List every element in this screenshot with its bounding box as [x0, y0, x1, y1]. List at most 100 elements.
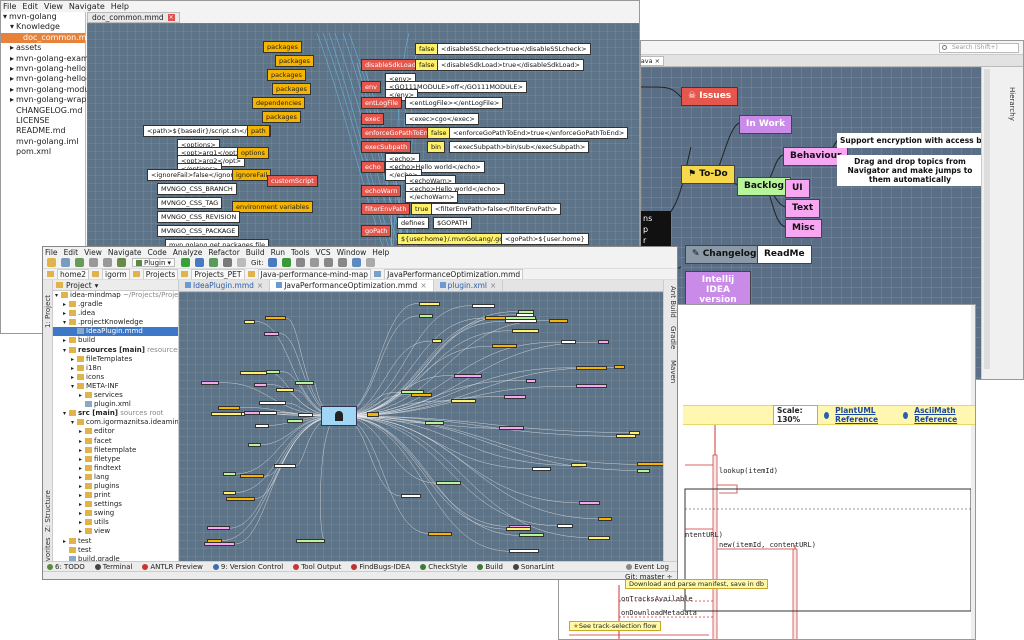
bottom-tool-tab[interactable]: FindBugs-IDEA [351, 563, 410, 571]
chevron-right-icon[interactable]: ▸ [63, 301, 67, 309]
chevron-down-icon[interactable]: ▾ [3, 12, 8, 21]
back-mindmap-topic[interactable]: filterEnvPath [361, 203, 411, 215]
back-mindmap-topic[interactable]: </echoWarn> [405, 191, 459, 203]
back-mindmap-topic[interactable]: true [411, 203, 433, 215]
bottom-tool-tab[interactable]: Build [477, 563, 503, 571]
mindmap-topic[interactable] [297, 412, 313, 417]
back-mindmap-topic[interactable]: defines [397, 217, 429, 229]
chevron-right-icon[interactable]: ▸ [10, 43, 15, 53]
mindmap-topic[interactable] [287, 419, 303, 424]
mindmap-topic[interactable] [253, 382, 268, 387]
back-menu-item[interactable]: Help [110, 2, 130, 11]
backlog-topic[interactable]: Backlog [737, 177, 791, 196]
run-icon[interactable] [180, 258, 190, 267]
mindmap-topic[interactable] [518, 533, 544, 538]
todo-topic[interactable]: ⚑ To-Do [681, 165, 735, 184]
mindmap-topic[interactable] [636, 462, 665, 467]
back-mindmap-topic[interactable]: bin [427, 141, 446, 153]
readme-topic[interactable]: ReadMe [757, 245, 812, 264]
chevron-down-icon[interactable]: ▾ [55, 292, 59, 299]
mindmap-topic[interactable] [525, 378, 537, 383]
editor-tab[interactable]: JavaPerformanceOptimization.mmd× [270, 280, 434, 291]
project-tree-item[interactable]: ▸print [53, 491, 178, 500]
forward-icon[interactable] [103, 258, 112, 267]
behaviour-item-encryption[interactable]: Support encryption with access by passwo… [837, 133, 1023, 148]
event-log-tab[interactable]: Event Log [626, 563, 669, 571]
chevron-down-icon[interactable]: ▾ [63, 410, 67, 418]
editor-tab[interactable]: plugin.xml× [434, 280, 504, 291]
back-mindmap-topic[interactable]: environment variables [232, 201, 314, 213]
back-mindmap-topic[interactable]: echo [361, 161, 385, 173]
back-mindmap-topic[interactable]: <exec>cgo</exec> [405, 113, 479, 125]
idea-menu-item[interactable]: Edit [63, 247, 79, 257]
back-mindmap-topic[interactable]: goPath [361, 225, 392, 237]
git-branch-status[interactable]: Git: master ÷ [625, 573, 673, 580]
back-mindmap-topic[interactable]: enforceGoPathToEnd [361, 127, 436, 139]
project-tree-item[interactable]: ▾.projectKnowledge [53, 318, 178, 327]
back-tree-item[interactable]: README.md [1, 126, 85, 136]
project-tree-item[interactable]: ▾META-INF [53, 382, 178, 391]
mindmap-topic[interactable] [427, 531, 453, 536]
back-icon[interactable] [89, 258, 98, 267]
chevron-right-icon[interactable]: ▸ [63, 310, 67, 318]
back-mindmap-topic[interactable]: ignoreFail [232, 169, 272, 181]
vcs-revert-icon[interactable] [310, 258, 320, 267]
mindmap-topic[interactable] [436, 481, 462, 486]
mindmap-topic[interactable] [240, 474, 265, 479]
breadcrumb-item[interactable]: Projects_PET [191, 269, 245, 279]
idea-menu-item[interactable]: Navigate [107, 247, 142, 257]
back-tree-item[interactable]: ▸mvn-golang-hello-multi [1, 74, 109, 84]
back-tree-item[interactable]: ▾Knowledge [1, 22, 85, 32]
back-mindmap-topic[interactable]: MVNGO_CSS_REVISION [157, 211, 241, 223]
mindmap-topic[interactable] [295, 538, 325, 543]
search-icon[interactable] [366, 258, 376, 267]
plantuml-reference-link[interactable]: PlantUML Reference [835, 406, 879, 424]
back-mindmap-topic[interactable]: echoWarn [361, 185, 402, 197]
sync-icon[interactable] [75, 258, 84, 267]
project-tree-item[interactable]: ▸filetype [53, 455, 178, 464]
idea-menu-item[interactable]: Tools [291, 247, 310, 257]
breadcrumb-item[interactable]: Projects [142, 269, 179, 279]
project-tree-item[interactable]: ▾src [main] sources root [53, 409, 178, 418]
mindmap-topic[interactable] [240, 370, 268, 375]
idea-menu-item[interactable]: Window [336, 247, 367, 257]
back-mindmap-topic[interactable]: entLogFile [361, 97, 403, 109]
mindmap-topic[interactable] [636, 468, 651, 473]
chevron-right-icon[interactable]: ▸ [10, 63, 15, 73]
profile-icon[interactable] [222, 258, 232, 267]
right-scroll-bar[interactable] [984, 69, 990, 369]
mindmap-topic[interactable] [222, 490, 236, 495]
mindmap-topic[interactable] [294, 381, 315, 386]
back-tree-item[interactable]: pom.xml [1, 147, 85, 157]
mindmap-topic[interactable] [411, 392, 432, 397]
root-child-topic[interactable] [367, 412, 379, 417]
back-mindmap-topic[interactable]: path [247, 125, 270, 137]
mindmap-topic[interactable] [201, 380, 220, 385]
project-tree-item[interactable]: IdeaPlugin.mmd [53, 327, 178, 337]
project-tree-item[interactable]: ▸settings [53, 500, 178, 509]
mindmap-topic[interactable] [418, 313, 433, 318]
chevron-right-icon[interactable]: ▸ [63, 337, 67, 345]
back-tree-item[interactable]: ▾mvn-golang [1, 12, 85, 22]
mindmap-topic[interactable] [548, 318, 568, 323]
mindmap-topic[interactable] [450, 399, 476, 404]
back-mindmap-topic[interactable]: packages [267, 69, 306, 81]
mindmap-topic[interactable] [587, 535, 610, 540]
help-icon[interactable] [352, 258, 362, 267]
project-tree-item[interactable]: ▸editor [53, 427, 178, 436]
mindmap-topic[interactable] [616, 434, 636, 439]
vcs-history-icon[interactable] [296, 258, 306, 267]
chevron-right-icon[interactable]: ▸ [10, 53, 15, 63]
search-input[interactable]: Search (Shift+) [939, 43, 1019, 53]
hierarchy-side-tab[interactable]: Hierarchy [1008, 87, 1016, 121]
structure-icon[interactable] [338, 258, 348, 267]
asciimath-reference-link[interactable]: AsciiMath Reference [914, 406, 958, 424]
mindmap-topic[interactable] [401, 494, 421, 499]
back-tree-item[interactable]: mvn-golang.iml [1, 137, 85, 147]
chevron-down-icon[interactable]: ▾ [10, 22, 15, 32]
idea-menu-item[interactable]: Build [245, 247, 265, 257]
mindmap-topic[interactable] [629, 430, 641, 435]
back-mindmap-topic[interactable]: packages [262, 111, 301, 123]
chevron-right-icon[interactable]: ▸ [10, 95, 15, 105]
mindmap-topic[interactable] [576, 384, 607, 389]
